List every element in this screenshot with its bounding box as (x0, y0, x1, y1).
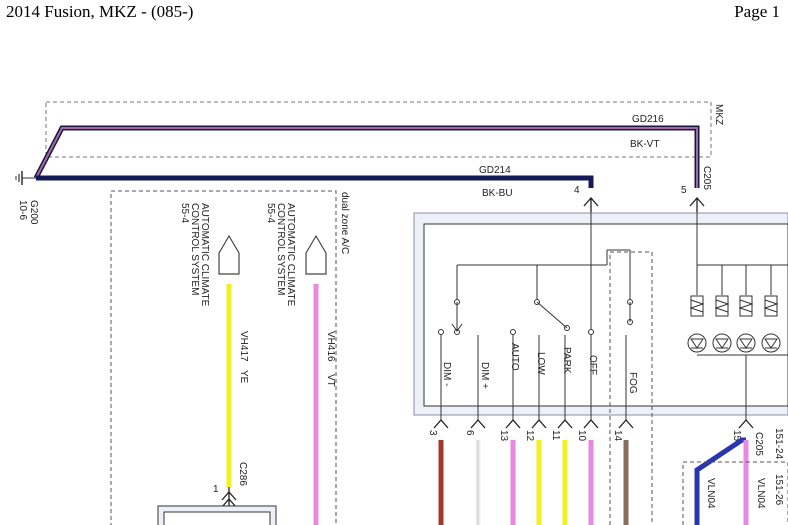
led-diodes (687, 333, 781, 353)
fog-region (609, 251, 653, 525)
switch-pos-dim-minus: DIM - (441, 362, 452, 386)
switch-internal-wiring (456, 212, 788, 420)
right-region (682, 461, 788, 525)
switch-panel-inner (423, 223, 788, 407)
wire-vh417-circuit: VH417 (238, 331, 249, 362)
switch-pos-low: LOW (535, 352, 546, 375)
ground-ref: 10-6 (17, 200, 28, 220)
ref-151-24: 151-24 (773, 428, 784, 460)
switch-pos-off: OFF (587, 355, 598, 375)
dual-zone-region (110, 190, 337, 525)
c205-top-label: C205 (701, 166, 712, 190)
switch-pos-auto: AUTO (509, 343, 520, 371)
pin-1-label: 1 (213, 484, 219, 495)
pin-5-label: 5 (681, 185, 687, 196)
module-right-connector (305, 234, 327, 275)
pin-15-label: 15 (731, 430, 742, 442)
wire-vln04-blue (694, 437, 746, 525)
switch-pos-dim-plus: DIM + (479, 362, 490, 389)
wire-vh416-circuit: VH416 (325, 331, 336, 362)
c205-bottom-label: C205 (753, 432, 764, 456)
switch-pin-14: 14 (612, 430, 623, 442)
switch-pin-13: 13 (498, 430, 509, 442)
wire-gd216-color: BK-VT (630, 139, 659, 150)
wire-gd216-tracer (35, 127, 698, 188)
mkz-region (45, 101, 712, 158)
mkz-label: MKZ (713, 104, 724, 125)
wire-gd214-color: BK-BU (482, 188, 513, 199)
switch-pin-11: 11 (550, 430, 561, 441)
module-left-line1: AUTOMATIC CLIMATE (199, 203, 210, 307)
switch-pin-12: 12 (524, 430, 535, 442)
module-left-ref: 55-4 (179, 203, 190, 223)
bottom-connector-arrows (433, 419, 754, 429)
pin-4-label: 4 (574, 185, 580, 196)
dual-zone-label: dual zone A/C (339, 192, 350, 254)
switch-pos-park: PARK (561, 347, 572, 374)
switch-pin-3: 3 (427, 430, 438, 436)
ground-id: G200 (28, 200, 39, 225)
switch-contacts (438, 299, 633, 335)
document-title: 2014 Fusion, MKZ - (085-) (6, 2, 194, 21)
module-right-line2: CONTROL SYSTEM (275, 203, 286, 295)
wire-vln04-a-label: VLN04 (705, 478, 716, 509)
module-left-line2: CONTROL SYSTEM (189, 203, 200, 295)
switch-pin-10: 10 (576, 430, 587, 442)
wire-vh416-color: VT (325, 374, 336, 387)
module-right-line1: AUTOMATIC CLIMATE (285, 203, 296, 307)
wire-gd214-circuit: GD214 (479, 165, 511, 176)
module-right-ref: 55-4 (265, 203, 276, 223)
c286-label: C286 (237, 462, 248, 486)
module-box-bottom-inner (163, 511, 271, 525)
wire-vln04-b-label: VLN04 (755, 478, 766, 509)
led-resistors (689, 295, 779, 317)
wire-gd216-circuit: GD216 (632, 114, 664, 125)
switch-pin-6: 6 (464, 430, 475, 436)
ground-symbol (15, 171, 36, 185)
ref-151-26: 151-26 (773, 474, 784, 506)
page-number: Page 1 (734, 2, 780, 21)
switch-pos-fog: FOG (627, 372, 638, 394)
connector-c205-pin5 (689, 197, 705, 212)
module-left-connector (218, 234, 240, 275)
switch-pin-wires (440, 335, 627, 420)
wire-gd214 (36, 175, 594, 188)
connector-c205-pin4 (583, 197, 599, 212)
wire-vh417-color: YE (238, 370, 249, 384)
